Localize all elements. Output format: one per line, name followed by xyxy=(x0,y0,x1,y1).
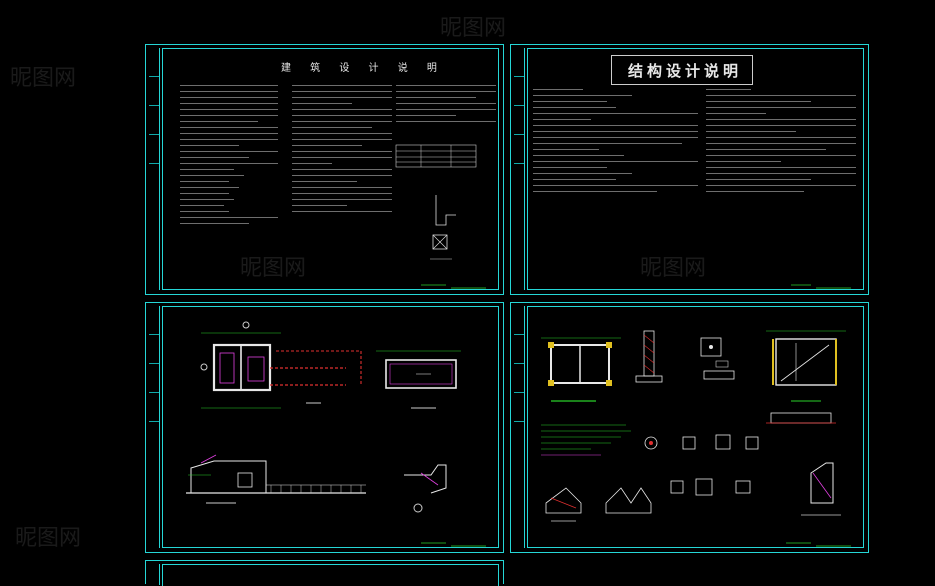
structure-details-graphics xyxy=(541,330,851,547)
beam-details xyxy=(545,462,841,522)
drawing-border xyxy=(162,564,499,586)
sheet-architecture-plans[interactable] xyxy=(145,302,504,553)
structure-notes-graphics xyxy=(791,284,851,289)
sheet-margin-strip xyxy=(514,306,525,548)
roof-plan xyxy=(376,350,461,409)
watermark: 昵图网 xyxy=(10,66,77,91)
watermark: 昵图网 xyxy=(440,16,507,41)
structure-notes-title: 结构设计说明 xyxy=(628,62,743,80)
sheet-margin-strip xyxy=(149,306,160,548)
sheet-structure-details[interactable] xyxy=(510,302,869,553)
floor-plan xyxy=(200,321,362,409)
notes-column-2 xyxy=(706,89,856,197)
column-sections xyxy=(644,412,836,496)
sheet-structure-notes[interactable]: 结构设计说明 xyxy=(510,44,869,295)
sheet-margin-strip xyxy=(149,48,160,290)
drawing-border xyxy=(527,306,864,548)
sheet-margin-strip xyxy=(149,564,160,585)
sheet-architecture-notes[interactable]: 建 筑 设 计 说 明 xyxy=(145,44,504,295)
architecture-plans-graphics xyxy=(186,321,486,547)
elevation xyxy=(186,454,366,504)
notes-column-2 xyxy=(292,85,392,217)
notes-column-3 xyxy=(396,85,496,127)
notes-column-1 xyxy=(533,89,698,197)
drawing-border xyxy=(162,306,499,548)
architecture-notes-graphics xyxy=(395,144,486,289)
notes-column-1 xyxy=(180,85,278,229)
roof-slab-plan xyxy=(766,330,846,402)
foundation-plan xyxy=(541,337,621,402)
architecture-notes-title: 建 筑 设 计 说 明 xyxy=(281,63,445,74)
notes-block xyxy=(541,424,631,456)
drawing-border xyxy=(527,48,864,290)
sheet-margin-strip xyxy=(514,48,525,290)
sheet-partial-bottom[interactable] xyxy=(145,560,504,586)
structure-title-box xyxy=(611,55,753,85)
wall-detail xyxy=(404,464,447,513)
watermark: 昵图网 xyxy=(15,526,82,551)
drawing-border xyxy=(162,48,499,290)
pier-detail xyxy=(635,330,735,383)
